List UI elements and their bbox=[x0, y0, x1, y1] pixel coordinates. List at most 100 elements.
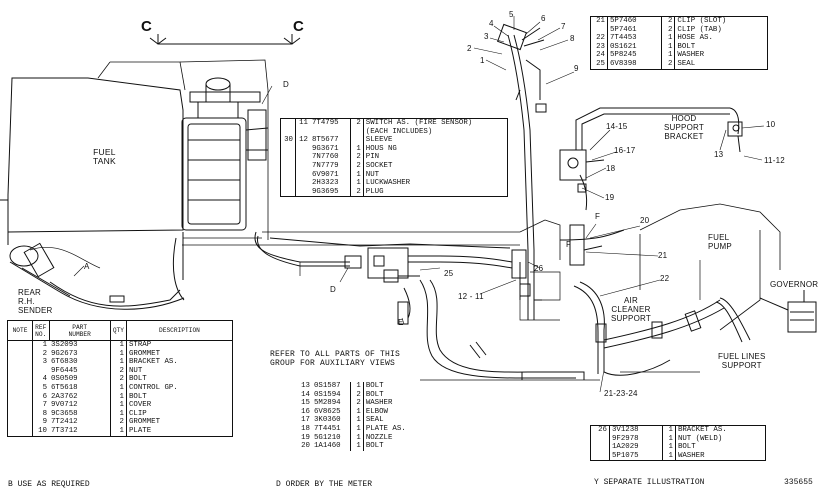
label-rear-sender: REAR R.H. SENDER bbox=[18, 288, 53, 315]
table-cell: 7T3712 bbox=[49, 426, 111, 437]
callout-11-12: 11-12 bbox=[764, 156, 785, 165]
table-cell: CLIP (TAB) bbox=[677, 25, 722, 34]
table-cell: BRACKET AS. bbox=[677, 426, 727, 434]
table-cell: LUCKWASHER bbox=[365, 179, 411, 188]
table-cell: 1 bbox=[662, 434, 676, 444]
sender-and-lines bbox=[9, 237, 185, 310]
table-cell: 15 bbox=[301, 399, 310, 408]
table-cell: 2 bbox=[661, 59, 676, 70]
label-fuel-tank: FUEL TANK bbox=[93, 147, 116, 166]
table-cell bbox=[280, 170, 296, 180]
callout-22: 22 bbox=[660, 274, 670, 283]
callout-6: 6 bbox=[541, 14, 546, 23]
table-cell: 5M2894 bbox=[312, 399, 351, 408]
table-cell: 0S1621 bbox=[607, 42, 663, 52]
callout-f-lower: F bbox=[566, 240, 572, 249]
table-cell: BOLT bbox=[365, 442, 384, 451]
drawing-code: 335655 bbox=[784, 478, 813, 487]
table-cell bbox=[7, 418, 33, 427]
table-cell: 7N7760 bbox=[310, 153, 351, 162]
table-cell: 9C3658 bbox=[49, 409, 111, 419]
callout-4: 4 bbox=[489, 19, 494, 28]
table-cell: 6V8625 bbox=[312, 407, 351, 417]
table-cell: 4 bbox=[42, 375, 47, 384]
table-cell: 8 bbox=[42, 409, 47, 418]
table-cell bbox=[280, 153, 296, 162]
label-governor: GOVERNOR bbox=[770, 280, 819, 289]
table-row: (EACH INCLUDES) bbox=[280, 127, 508, 137]
table-cell bbox=[296, 179, 311, 188]
table-cell: 6V8398 bbox=[607, 59, 663, 70]
table-cell: 9F6445 bbox=[49, 366, 111, 376]
callout-10: 10 bbox=[766, 120, 776, 129]
fuel-filter-housing bbox=[181, 77, 269, 231]
callout-7: 7 bbox=[561, 22, 566, 31]
callout-e: E bbox=[398, 318, 404, 327]
table-cell: WASHER bbox=[365, 399, 393, 408]
table-cell: 5P8245 bbox=[607, 51, 663, 60]
table-cell: 0S0509 bbox=[49, 375, 111, 384]
table-cell: 10 bbox=[38, 426, 47, 435]
footnote-b: B USE AS REQUIRED bbox=[8, 480, 90, 489]
table-cell: 9G3671 bbox=[310, 144, 351, 154]
table-cell bbox=[296, 171, 311, 180]
table-cell: 2 bbox=[42, 349, 47, 358]
table-cell: PLUG bbox=[365, 187, 384, 196]
table-cell bbox=[7, 366, 33, 376]
callout-26: 26 bbox=[534, 264, 544, 273]
table-cell: BOLT bbox=[677, 42, 696, 51]
table-cell: 26 bbox=[590, 425, 610, 435]
table-cell bbox=[7, 409, 33, 419]
governor-assembly bbox=[715, 290, 817, 343]
callout-f-upper: F bbox=[595, 212, 601, 221]
table-cell: NUT bbox=[128, 366, 143, 375]
section-mark-right: C bbox=[293, 18, 304, 35]
table-cell: 25 bbox=[590, 59, 608, 70]
table-cell: 1 bbox=[350, 424, 364, 434]
table-cell: 2A3762 bbox=[49, 392, 111, 402]
table-cell: 6T6830 bbox=[49, 358, 111, 367]
table-cell: 1 bbox=[350, 179, 364, 188]
table-cell: WASHER bbox=[677, 51, 705, 60]
table-cell: 1 bbox=[110, 409, 127, 419]
table-cell bbox=[280, 179, 296, 188]
callout-16-17: 16-17 bbox=[614, 146, 636, 155]
hood-support-lines bbox=[559, 107, 781, 331]
table-cell: 1 bbox=[110, 383, 127, 393]
table-cell: 11 bbox=[299, 119, 308, 127]
callout-1: 1 bbox=[480, 56, 485, 65]
table-cell: 7T4453 bbox=[607, 34, 663, 43]
table-cell: 2 bbox=[350, 153, 364, 162]
table-cell bbox=[7, 358, 33, 367]
table-cell bbox=[350, 136, 364, 145]
table-cell: 3K0360 bbox=[312, 416, 351, 425]
table-cell bbox=[7, 383, 33, 393]
callout-9: 9 bbox=[574, 64, 579, 73]
table-cell: BOLT bbox=[365, 382, 384, 390]
table-cell: ELBOW bbox=[365, 407, 388, 416]
callout-12-11: 12 - 11 bbox=[458, 292, 484, 301]
header-qty: QTY bbox=[110, 320, 127, 341]
table-cell: 3 bbox=[42, 358, 47, 367]
table-cell bbox=[280, 118, 296, 128]
table-cell bbox=[7, 401, 33, 410]
header-desc: DESCRIPTION bbox=[159, 327, 200, 334]
